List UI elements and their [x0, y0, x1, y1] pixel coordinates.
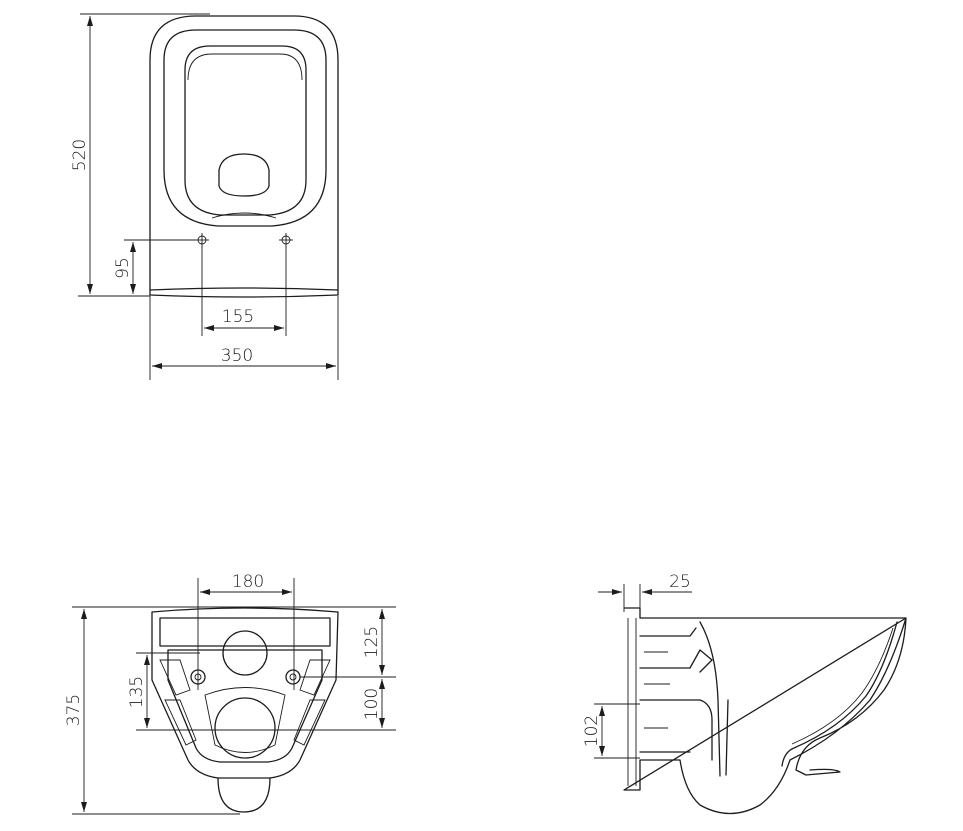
side-view-back-plate [627, 618, 637, 786]
side-view: 25 102 [582, 572, 907, 815]
rear-view-inlet [222, 630, 268, 676]
dim-label-95: 95 [113, 257, 133, 279]
top-view-outline [149, 15, 339, 296]
top-view-outlet [218, 153, 270, 197]
top-view-fixing-hole-left [195, 233, 209, 247]
dim-label-520: 520 [70, 139, 90, 171]
dim-label-135: 135 [127, 676, 147, 708]
rear-view-top-band [159, 617, 331, 647]
top-view-bowl-bottom [187, 53, 303, 81]
top-view-bowl-inner [184, 45, 307, 216]
top-view-fixing-hole-right [279, 233, 293, 247]
dim-label-100: 100 [362, 688, 382, 720]
dim-label-180: 180 [232, 572, 264, 592]
dim-label-25: 25 [669, 572, 691, 592]
side-view-pipe-marks [644, 651, 670, 729]
top-view-rim-lip [211, 212, 277, 219]
rear-view-rib-left [159, 659, 197, 746]
rear-view-outlet [214, 697, 276, 759]
top-view: 520 95 155 350 [70, 13, 339, 380]
rear-view: 180 375 135 125 100 [64, 572, 396, 815]
rear-view-cavity [204, 687, 286, 753]
rear-view-fixing-hole-right [285, 669, 301, 685]
dim-label-102: 102 [582, 715, 602, 747]
rear-view-trap-back [217, 777, 271, 813]
rear-view-outline [151, 607, 339, 779]
dim-label-375: 375 [64, 694, 84, 726]
side-view-rim-inner [791, 627, 894, 745]
side-view-bowl-rim [781, 621, 898, 767]
top-view-front-edge [149, 287, 339, 298]
top-view-seat-rim [163, 29, 327, 227]
side-view-inlet [639, 627, 713, 673]
side-view-outlet [639, 699, 713, 761]
dim-label-350: 350 [221, 346, 253, 366]
dim-label-125: 125 [362, 626, 382, 658]
side-view-outline [623, 607, 907, 815]
dim-label-155: 155 [222, 307, 254, 327]
rear-view-inner-frame [167, 649, 323, 763]
side-view-trap [699, 621, 729, 777]
